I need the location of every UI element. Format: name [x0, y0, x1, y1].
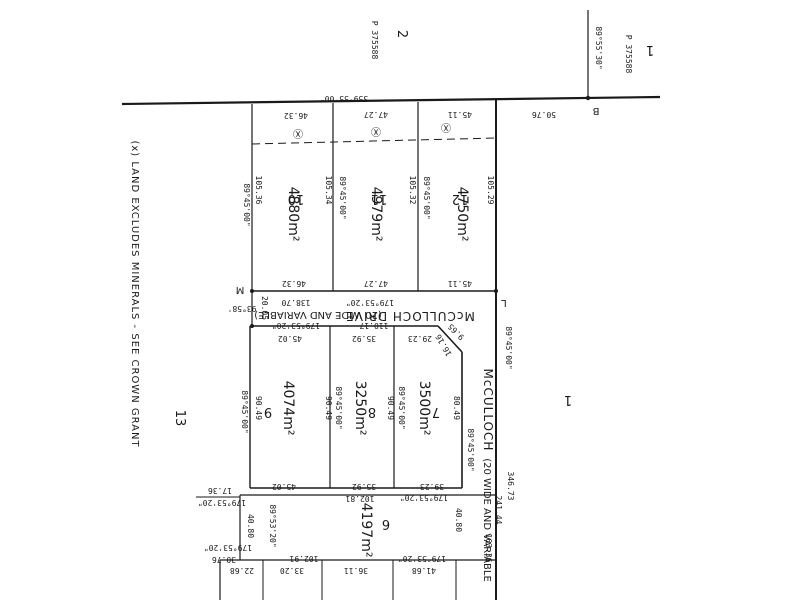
marker-m: M	[236, 284, 245, 295]
distance-label: 346.73	[506, 472, 515, 501]
road-width-mcculloch-side: (20 WIDE AND VARIABLE	[481, 458, 492, 582]
lot-11: 11 4979m²	[368, 187, 387, 242]
bearing-label: 93°58'	[228, 304, 257, 313]
distance-label: 40.80	[454, 508, 463, 532]
lot-2-label: 2	[394, 30, 409, 38]
distance-label: 47.27	[364, 279, 388, 288]
distance-label: 90.49	[254, 396, 263, 420]
lot-number: 7	[432, 404, 440, 419]
distance-label: 47.27	[364, 110, 388, 119]
corner-markers	[250, 95, 591, 328]
lot-10: 10 4880m²	[285, 187, 304, 242]
distance-label: 36.11	[344, 566, 368, 575]
lot-13-label: 13	[172, 410, 187, 427]
distance-label: 105.34	[324, 176, 333, 205]
lot-area: 4750m²	[454, 187, 470, 242]
distance-label: 20.05	[260, 296, 269, 320]
lot-area: 4880m²	[285, 187, 301, 242]
distance-label: 22.68	[230, 566, 254, 575]
lot-number: 10	[288, 191, 305, 206]
plan-ref-top-right: P 375588	[624, 35, 633, 74]
lot-number: 6	[382, 516, 390, 531]
distance-label: 46.32	[284, 111, 308, 120]
lot-6: 6 4197m²	[358, 503, 390, 558]
distance-label: 40.80	[246, 514, 255, 538]
distance-label: 45.02	[278, 334, 302, 343]
mineral-mark: Ⓧ	[371, 125, 381, 137]
distance-label: 163.36	[484, 534, 493, 563]
distance-label: 90.49	[324, 396, 333, 420]
distance-label: 105.36	[254, 176, 263, 205]
lot-1-right-label: 1	[564, 392, 572, 407]
distance-label: 241.44	[494, 496, 503, 525]
bearing-label: 89°55'30"	[594, 26, 603, 69]
distance-label: 16.16	[434, 332, 454, 358]
bearing-label: 89°45'00"	[334, 386, 343, 429]
lot-number: 12	[452, 191, 469, 206]
bearing-label: 89°45'00"	[422, 176, 431, 219]
distance-label: 17.36	[208, 486, 232, 495]
lot-area: 3250m²	[352, 381, 368, 436]
lot-8: 8 3250m²	[352, 381, 376, 436]
bearing-label: 179°53'20"	[198, 498, 246, 507]
lot-area: 3500m²	[416, 381, 432, 436]
bearing-label: 89°45'00"	[397, 386, 406, 429]
distance-label: 102.81	[345, 494, 374, 503]
bearing-label: 179°53'20"	[398, 554, 446, 563]
marker-b: B	[592, 105, 599, 116]
bearing-label: 89°45'00"	[338, 176, 347, 219]
road-width-mcculloch-drive: (20 WIDE AND VARIABLE)	[254, 309, 382, 320]
distance-label: 41.68	[412, 566, 436, 575]
distance-label: 35.92	[352, 482, 376, 491]
boundary-lines	[121, 10, 661, 600]
distance-label: 45.11	[448, 279, 472, 288]
road-name-mcculloch-side: McCULLOCH	[481, 369, 495, 452]
bearing-label: 89°53'20"	[268, 504, 277, 547]
lot-number: 11	[371, 191, 388, 206]
bearing-label: 359°55'00"	[320, 94, 368, 103]
bearing-label: 179°53'20"	[346, 298, 394, 307]
lot-9: 9 4074m²	[264, 381, 296, 436]
bearing-label: 179°53'20"	[272, 321, 320, 330]
distances: 50.76 45.11 47.27 46.32 105.29 105.32 10…	[208, 110, 556, 575]
lot-area: 4979m²	[368, 187, 384, 242]
distance-label: 30.76	[212, 555, 236, 564]
distance-label: 46.32	[282, 279, 306, 288]
distance-label: 39.23	[420, 482, 444, 491]
bearing-label: 179°53'20"	[204, 543, 252, 552]
lot-1-top-label: 1	[646, 42, 654, 57]
lot-12: 12 4750m²	[452, 187, 470, 242]
distance-label: 50.76	[532, 110, 556, 119]
distance-label: 90.49	[386, 396, 395, 420]
bearing-label: 179°53'20"	[400, 493, 448, 502]
distance-label: 105.32	[408, 176, 417, 205]
lot-7: 7 3500m²	[416, 381, 440, 436]
mineral-mark: Ⓧ	[441, 121, 451, 133]
distance-label: 102.91	[289, 554, 318, 563]
lot-area: 4197m²	[358, 503, 374, 558]
bearing-label: 89°45'00"	[242, 183, 251, 226]
distance-label: 110.17	[359, 321, 388, 330]
bearing-label: 89°45'00"	[504, 326, 513, 369]
distance-label: 105.29	[486, 176, 495, 205]
mineral-mark: Ⓧ	[293, 127, 303, 139]
plan-ref-top-left: P 375588	[370, 21, 379, 60]
distance-label: 45.02	[272, 482, 296, 491]
distance-label: 80.49	[452, 396, 461, 420]
distance-label: 138.70	[281, 298, 310, 307]
bearing-label: 89°45'00"	[466, 428, 475, 471]
marker-l: L	[501, 297, 507, 308]
lot-number: 9	[264, 404, 272, 419]
distance-label: 45.11	[448, 110, 472, 119]
bearing-label: 89°45'00"	[240, 390, 249, 433]
bearings: 359°55'00" 89°55'30" 89°45'00" 89°45'00"…	[198, 26, 603, 563]
distance-label: 29.23	[408, 334, 432, 343]
road-name-mcculloch-drive: McCULLOCH DRIVE	[345, 309, 475, 323]
distance-label: 33.20	[280, 566, 304, 575]
land-note: (x) LAND EXCLUDES MINERALS - SEE CROWN G…	[129, 140, 140, 447]
lot-number: 8	[368, 404, 376, 419]
lot-area: 4074m²	[280, 381, 296, 436]
distance-label: 35.92	[352, 334, 376, 343]
